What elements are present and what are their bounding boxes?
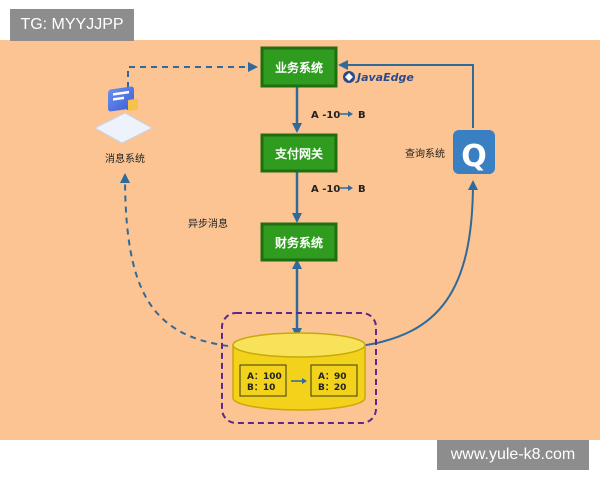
node-gateway-label: 支付网关 xyxy=(274,146,323,161)
transfer-2-right: B xyxy=(358,184,366,195)
node-finance-system: 财务系统 xyxy=(260,222,338,262)
database-before-box xyxy=(239,364,287,397)
watermark-top-left: TG: MYYJJPP xyxy=(10,9,134,41)
edge-query-to-business xyxy=(338,60,474,128)
query-icon-letter: Q xyxy=(461,139,487,174)
javaedge-logo-text: JavaEdge xyxy=(355,71,414,84)
transfer-2-left: A -10 xyxy=(311,184,340,195)
transfer-label-2: A -10 B xyxy=(311,184,366,195)
node-message-system: 消息系统 xyxy=(93,86,154,165)
node-business-system: 业务系统 xyxy=(260,46,338,88)
node-query-label: 查询系统 xyxy=(405,147,445,160)
database-after-a: A：90 xyxy=(318,372,347,382)
database: A：100 B：10 A：90 B：20 xyxy=(221,312,377,424)
node-message-label: 消息系统 xyxy=(105,152,145,165)
node-business-label: 业务系统 xyxy=(275,60,323,75)
node-finance-label: 财务系统 xyxy=(274,235,323,250)
database-after-b: B：20 xyxy=(318,383,346,393)
javaedge-logo: JavaEdge xyxy=(343,71,414,84)
database-cylinder-top xyxy=(232,332,366,358)
database-before-b: B：10 xyxy=(247,383,275,393)
database-before-a: A：100 xyxy=(247,372,282,382)
async-message-label: 异步消息 xyxy=(188,217,228,230)
watermark-bottom-right: www.yule-k8.com xyxy=(437,440,589,470)
database-outline xyxy=(221,312,377,424)
transfer-1-left: A -10 xyxy=(311,110,340,121)
node-query-system: Q 查询系统 xyxy=(405,130,495,174)
transfer-label-1: A -10 B xyxy=(311,110,366,121)
edge-db-to-query xyxy=(359,180,478,347)
transfer-1-right: B xyxy=(358,110,366,121)
message-icon-note xyxy=(128,98,138,111)
query-icon xyxy=(453,130,495,174)
message-icon-base xyxy=(93,112,154,144)
database-after-box xyxy=(310,364,358,397)
node-payment-gateway: 支付网关 xyxy=(260,133,338,173)
edge-db-to-message xyxy=(120,173,229,347)
